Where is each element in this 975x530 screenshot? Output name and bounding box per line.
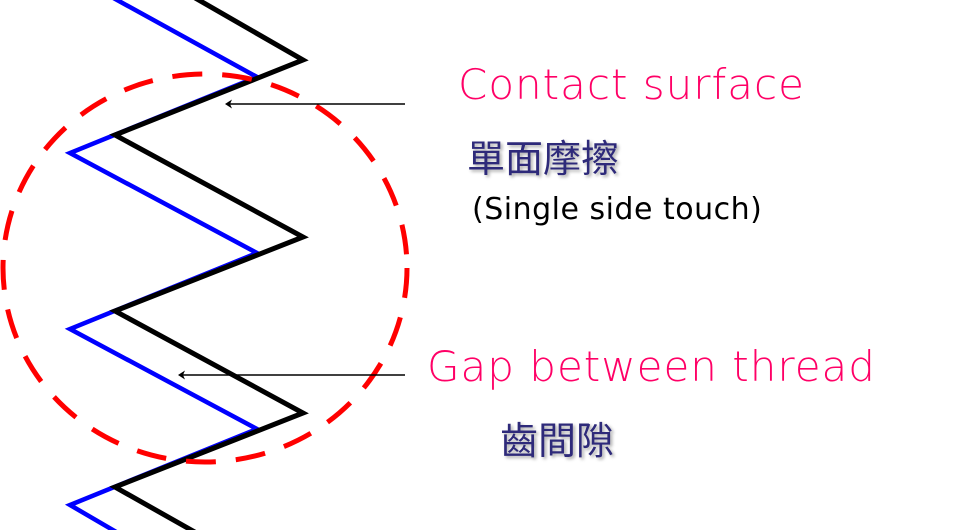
contact-surface-chinese-label: 單面摩擦	[467, 137, 620, 181]
contact-arrow	[225, 99, 405, 109]
gap-chinese-label: 齒間隙	[500, 419, 615, 463]
single-side-touch-label: (Single side touch)	[472, 192, 763, 227]
black-thread-profile	[109, 0, 309, 530]
arrowhead-icon	[178, 370, 185, 380]
arrowhead-icon	[225, 99, 232, 109]
red-dashed-highlight-circle	[0, 71, 410, 465]
gap-between-thread-label: Gap between thread	[427, 342, 876, 391]
contact-surface-label: Contact surface	[458, 60, 805, 109]
gap-arrow	[178, 370, 405, 380]
